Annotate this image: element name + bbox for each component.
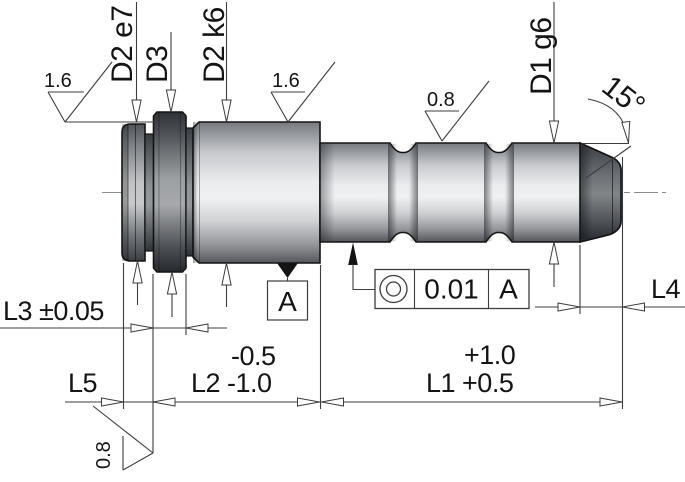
dim-chain-l5-l2-l1: L5 -0.5 L2 -1.0 +1.0 L1 +0.5 [65,340,623,407]
roughness-body-value: 1.6 [272,70,300,92]
dim-l3: L3 ±0.05 [0,296,227,333]
feature-control-frame: 0.01 A [348,242,530,310]
d2e7-label: D2 e7 [106,5,139,83]
dim-l4-label: L4 [651,274,681,304]
dim-l2-upper: -0.5 [231,341,276,371]
d1g6-arrow-bottom-icon [548,241,560,265]
collar-edge-lines [158,112,181,272]
dim-l2-label: L2 -1.0 [191,368,272,398]
length-dimensions: L3 ±0.05 L5 -0.5 L2 -1.0 +1.0 L1 +0.5 L4 [0,70,685,453]
surface-roughness-icon-body: 1.6 [270,61,336,123]
fcf-tolerance: 0.01 [424,274,479,305]
surface-roughness-icon-spigot: 0.8 [424,80,490,142]
shaft-flange-rim-shade [122,124,128,261]
dim-l1-upper: +1.0 [464,340,515,370]
dim-l5-label: L5 [68,368,97,398]
datum-triangle-icon [277,263,298,278]
shaft-undercut [185,127,194,257]
fcf-leader-arrow-icon [348,242,358,265]
d2e7-arrow-bottom-icon [132,260,143,284]
angle-label: 15° [596,70,651,123]
shaft-collar [152,111,187,273]
shaft-small-cylinder [319,142,622,243]
extension-lines [122,157,624,453]
angle-arrow-icon [621,120,631,144]
datum-feature: A [266,263,309,321]
d1g6-arrow-top-icon [548,120,560,144]
tip-left-shade [580,146,601,239]
dim-l4: L4 [535,274,685,312]
d3-arrow-bottom-icon [166,271,178,295]
shoulder-shade [320,143,335,242]
shaft-neck [144,133,155,252]
diameter-callouts: D2 e7 D3 D2 k6 D1 g6 [106,2,560,317]
groove-1-shade [388,143,418,242]
roughness-spigot-value: 0.8 [427,89,455,111]
d1g6-label: D1 g6 [525,17,558,95]
datum-label: A [278,286,297,317]
shaft-main-cylinder [192,121,321,264]
main-chamfer-shade [193,122,201,263]
roughness-face-value: 0.8 [93,441,115,469]
d2e7-arrow-top-icon [131,99,142,123]
surface-roughness-symbols: 1.6 1.6 0.8 0.8 [44,61,490,471]
fcf-datum-ref: A [499,274,518,305]
d2k6-arrow-top-icon [221,99,232,123]
d2k6-label: D2 k6 [198,7,231,83]
surface-roughness-icon-face: 0.8 [92,405,154,471]
dim-l3-label: L3 ±0.05 [3,296,104,326]
flange-edge-lines [127,124,136,261]
shaft-part [102,111,666,273]
datum-box [266,280,309,321]
concentricity-icon [379,274,408,304]
d3-arrow-top-icon [165,89,177,113]
d2k6-arrow-bottom-icon [221,262,232,286]
surface-roughness-icon-flange: 1.6 [44,61,154,123]
roughness-flange-value: 1.6 [44,70,72,92]
dim-l1-label: L1 +0.5 [426,368,513,398]
groove-2-shade [484,143,514,242]
d3-label: D3 [141,46,174,83]
